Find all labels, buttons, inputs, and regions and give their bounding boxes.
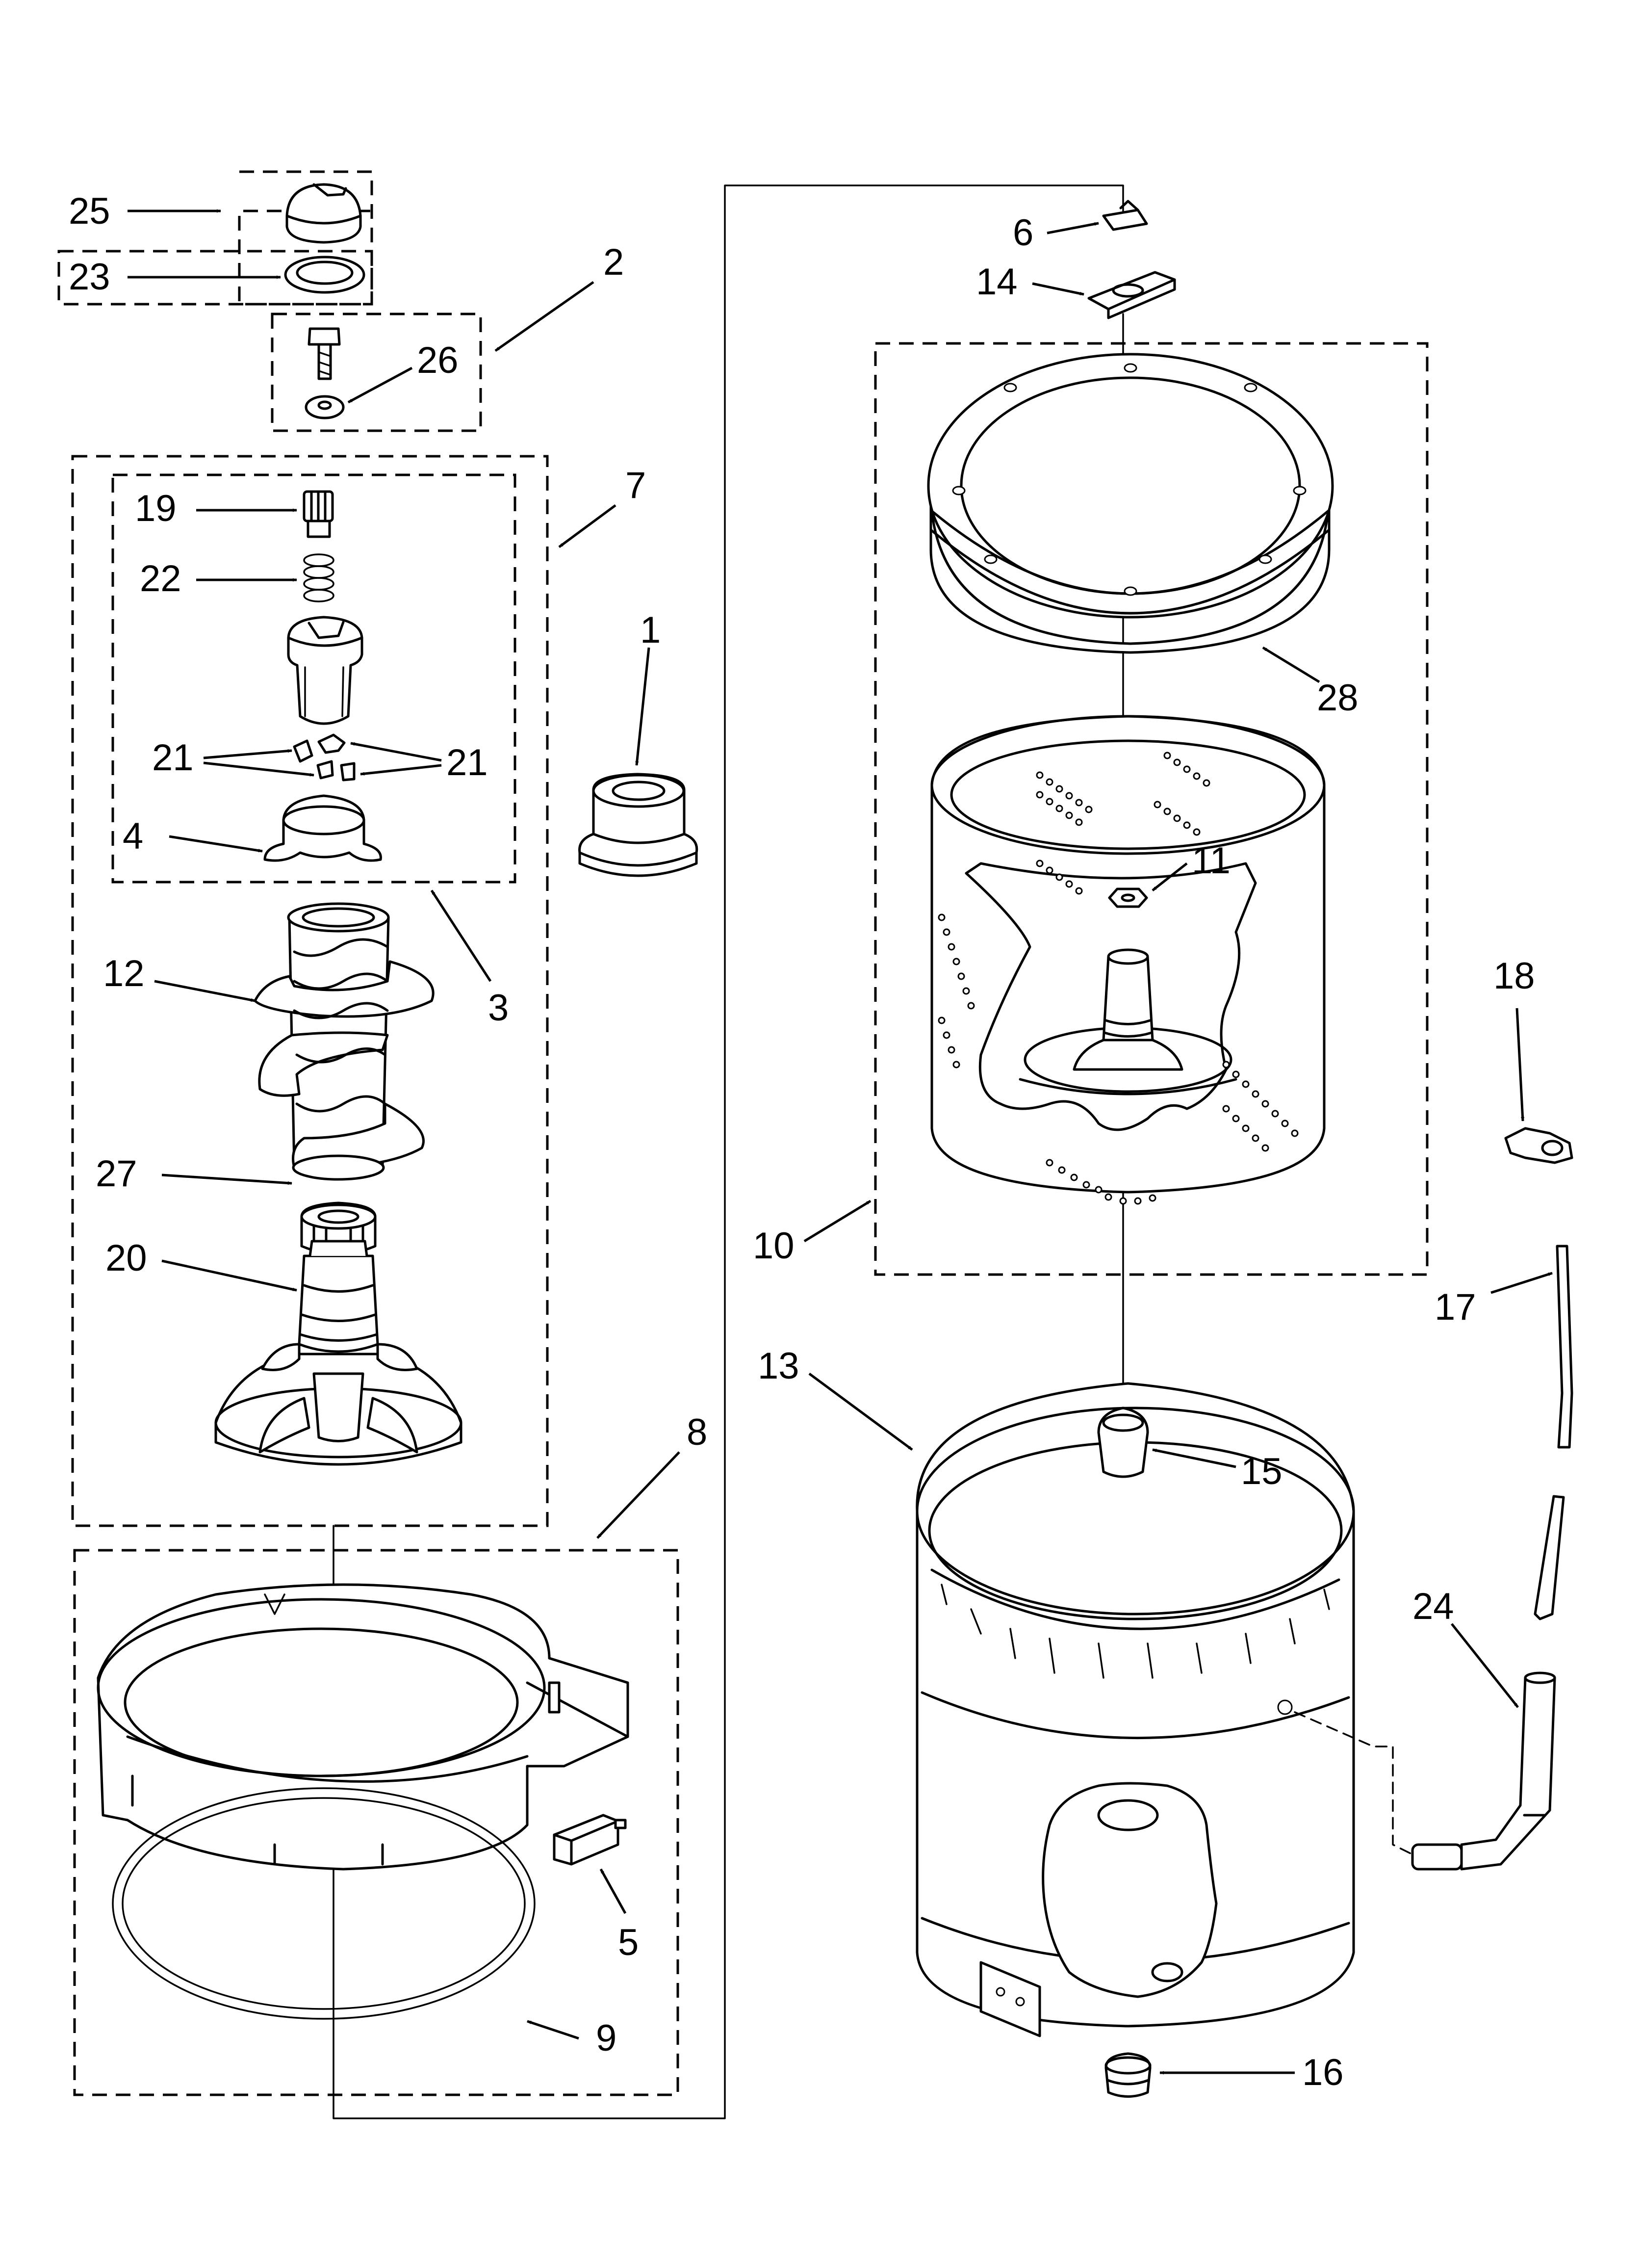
callout-23: 23 [69, 256, 110, 298]
part-14 [1087, 271, 1176, 319]
part-cam [287, 616, 363, 725]
callout-8: 8 [687, 1411, 707, 1453]
callout-14: 14 [976, 261, 1018, 303]
callout-6: 6 [1013, 212, 1033, 254]
callout-4: 4 [123, 815, 143, 857]
box-23 [57, 250, 373, 306]
callout-11: 11 [1192, 840, 1231, 882]
part-bolt [305, 327, 345, 419]
callout-15: 15 [1241, 1451, 1283, 1492]
callout-20: 20 [105, 1237, 147, 1279]
part-15 [1097, 1407, 1149, 1478]
part-tub-ring [97, 1583, 629, 1871]
box-10 [874, 342, 1429, 1276]
callout-27: 27 [96, 1153, 137, 1195]
basket-perforations [938, 752, 1299, 1205]
callout-24: 24 [1412, 1586, 1454, 1627]
callout-16: 16 [1302, 2052, 1344, 2093]
callout-13: 13 [758, 1345, 799, 1387]
callout-7: 7 [625, 465, 646, 506]
box-7 [71, 455, 549, 1527]
part-hose [1411, 1671, 1556, 1871]
callout-2: 2 [603, 241, 624, 283]
callout-25: 25 [69, 190, 110, 232]
callout-10: 10 [753, 1225, 795, 1267]
part-belt [112, 1787, 536, 2020]
part-outer-tub [916, 1382, 1355, 2037]
callout-21-right: 21 [446, 742, 488, 783]
callouts: 25 23 2 26 7 19 22 21 21 4 1 3 12 27 20 [69, 190, 1553, 2093]
part-dogs [293, 733, 356, 782]
box-2 [271, 313, 482, 432]
part-6 [1102, 200, 1148, 231]
part-nut [1108, 887, 1148, 908]
callout-28: 28 [1317, 677, 1359, 719]
part-bearing [578, 773, 698, 877]
callout-9: 9 [596, 2017, 616, 2059]
part-switch [553, 1814, 627, 1866]
callout-19: 19 [135, 488, 177, 529]
callout-21-left: 21 [152, 737, 194, 779]
part-balance-ring [927, 353, 1334, 654]
part-spring [303, 553, 334, 602]
callout-12: 12 [103, 953, 145, 994]
part-cam-base [263, 794, 382, 862]
group-boxes [57, 170, 1429, 2096]
part-16 [1104, 2052, 1152, 2098]
part-cap [285, 183, 362, 244]
callout-26: 26 [417, 339, 459, 381]
callout-18: 18 [1493, 955, 1535, 997]
part-17 [1556, 1245, 1573, 1449]
part-18 [1504, 1127, 1573, 1164]
callout-1: 1 [640, 609, 661, 651]
part-auger [254, 902, 435, 1181]
callout-17: 17 [1435, 1286, 1476, 1328]
box-8 [73, 1549, 679, 2096]
part-agitator-base [214, 1240, 462, 1466]
callout-3: 3 [488, 987, 509, 1029]
part-19 [303, 490, 334, 538]
part-basket [930, 715, 1326, 1205]
callout-22: 22 [140, 558, 181, 600]
callout-5: 5 [618, 1922, 639, 1963]
box-3 [111, 473, 516, 884]
